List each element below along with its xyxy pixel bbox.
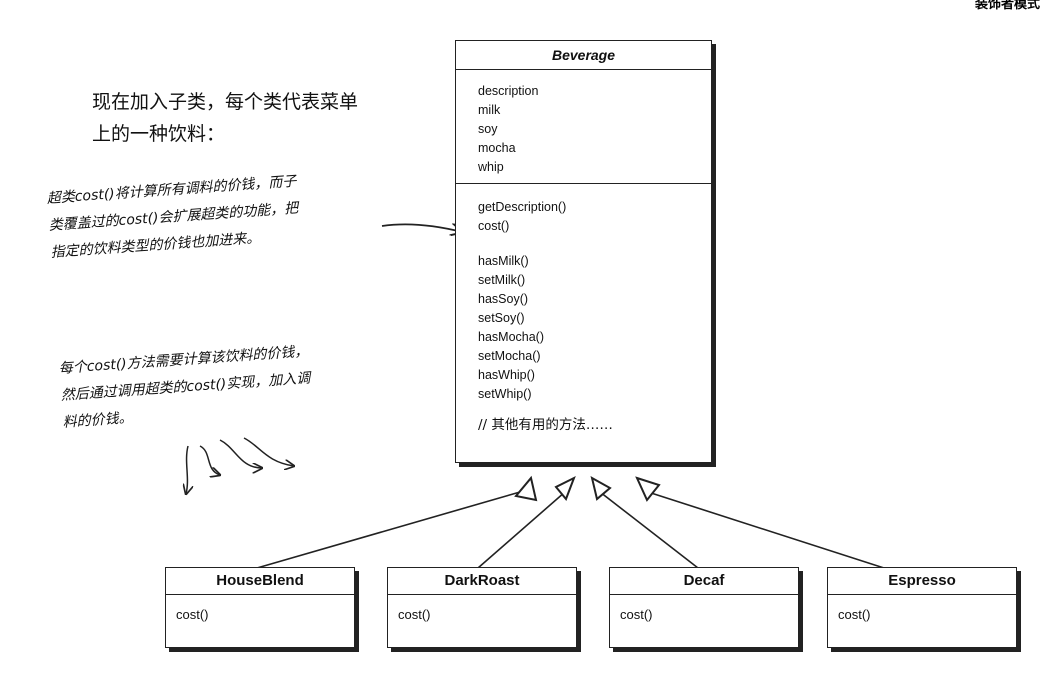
squiggle-arrow xyxy=(199,445,220,475)
method: cost() xyxy=(478,219,510,233)
beverage-class: Beverage description milk soy mocha whip… xyxy=(455,40,712,463)
attribute: soy xyxy=(478,122,498,136)
method: setMilk() xyxy=(478,273,526,287)
attribute: whip xyxy=(478,160,504,174)
class-name: HouseBlend xyxy=(166,568,354,595)
class-name: Beverage xyxy=(456,41,711,70)
intro-line: 现在加入子类，每个类代表菜单 xyxy=(92,91,359,113)
method: hasWhip() xyxy=(478,368,535,382)
other-methods-comment: // 其他有用的方法…… xyxy=(478,417,613,433)
squiggle-arrow xyxy=(186,445,188,494)
squiggle-arrow xyxy=(219,439,262,468)
inheritance-line xyxy=(256,491,521,569)
method: hasMilk() xyxy=(478,254,529,268)
darkroast-class: DarkRoast cost() xyxy=(387,567,577,648)
class-name: Decaf xyxy=(610,568,798,595)
espresso-class: Espresso cost() xyxy=(827,567,1017,648)
inheritance-triangle xyxy=(635,476,661,502)
attribute: milk xyxy=(478,103,501,117)
attribute: description xyxy=(478,84,539,98)
chapter-header: 装饰者模式 xyxy=(974,0,1040,12)
squiggle-arrow xyxy=(243,437,294,466)
method: setSoy() xyxy=(478,311,525,325)
inheritance-triangle xyxy=(514,475,538,502)
inheritance-line xyxy=(477,491,566,569)
method: setWhip() xyxy=(478,387,532,401)
decaf-class: Decaf cost() xyxy=(609,567,799,648)
intro-line: 上的一种饮料： xyxy=(92,123,226,145)
method: hasMocha() xyxy=(478,330,544,344)
inheritance-line xyxy=(599,491,699,569)
attributes-section: description milk soy mocha whip xyxy=(456,70,711,184)
method: cost() xyxy=(838,607,871,622)
class-name: Espresso xyxy=(828,568,1016,595)
method: cost() xyxy=(176,607,209,622)
inheritance-line xyxy=(647,491,885,569)
inheritance-triangle xyxy=(590,476,612,501)
houseblend-class: HouseBlend cost() xyxy=(165,567,355,648)
methods-section: getDescription() cost() hasMilk() setMil… xyxy=(456,184,711,435)
method: cost() xyxy=(620,607,653,622)
inheritance-triangle xyxy=(554,475,576,501)
method: hasSoy() xyxy=(478,292,529,306)
attribute: mocha xyxy=(478,141,516,155)
method: cost() xyxy=(398,607,431,622)
class-name: DarkRoast xyxy=(388,568,576,595)
intro-text: 现在加入子类，每个类代表菜单 上的一种饮料： xyxy=(92,86,402,150)
method: getDescription() xyxy=(478,200,567,214)
note-pointer-arrow xyxy=(381,224,462,232)
method: setMocha() xyxy=(478,349,541,363)
